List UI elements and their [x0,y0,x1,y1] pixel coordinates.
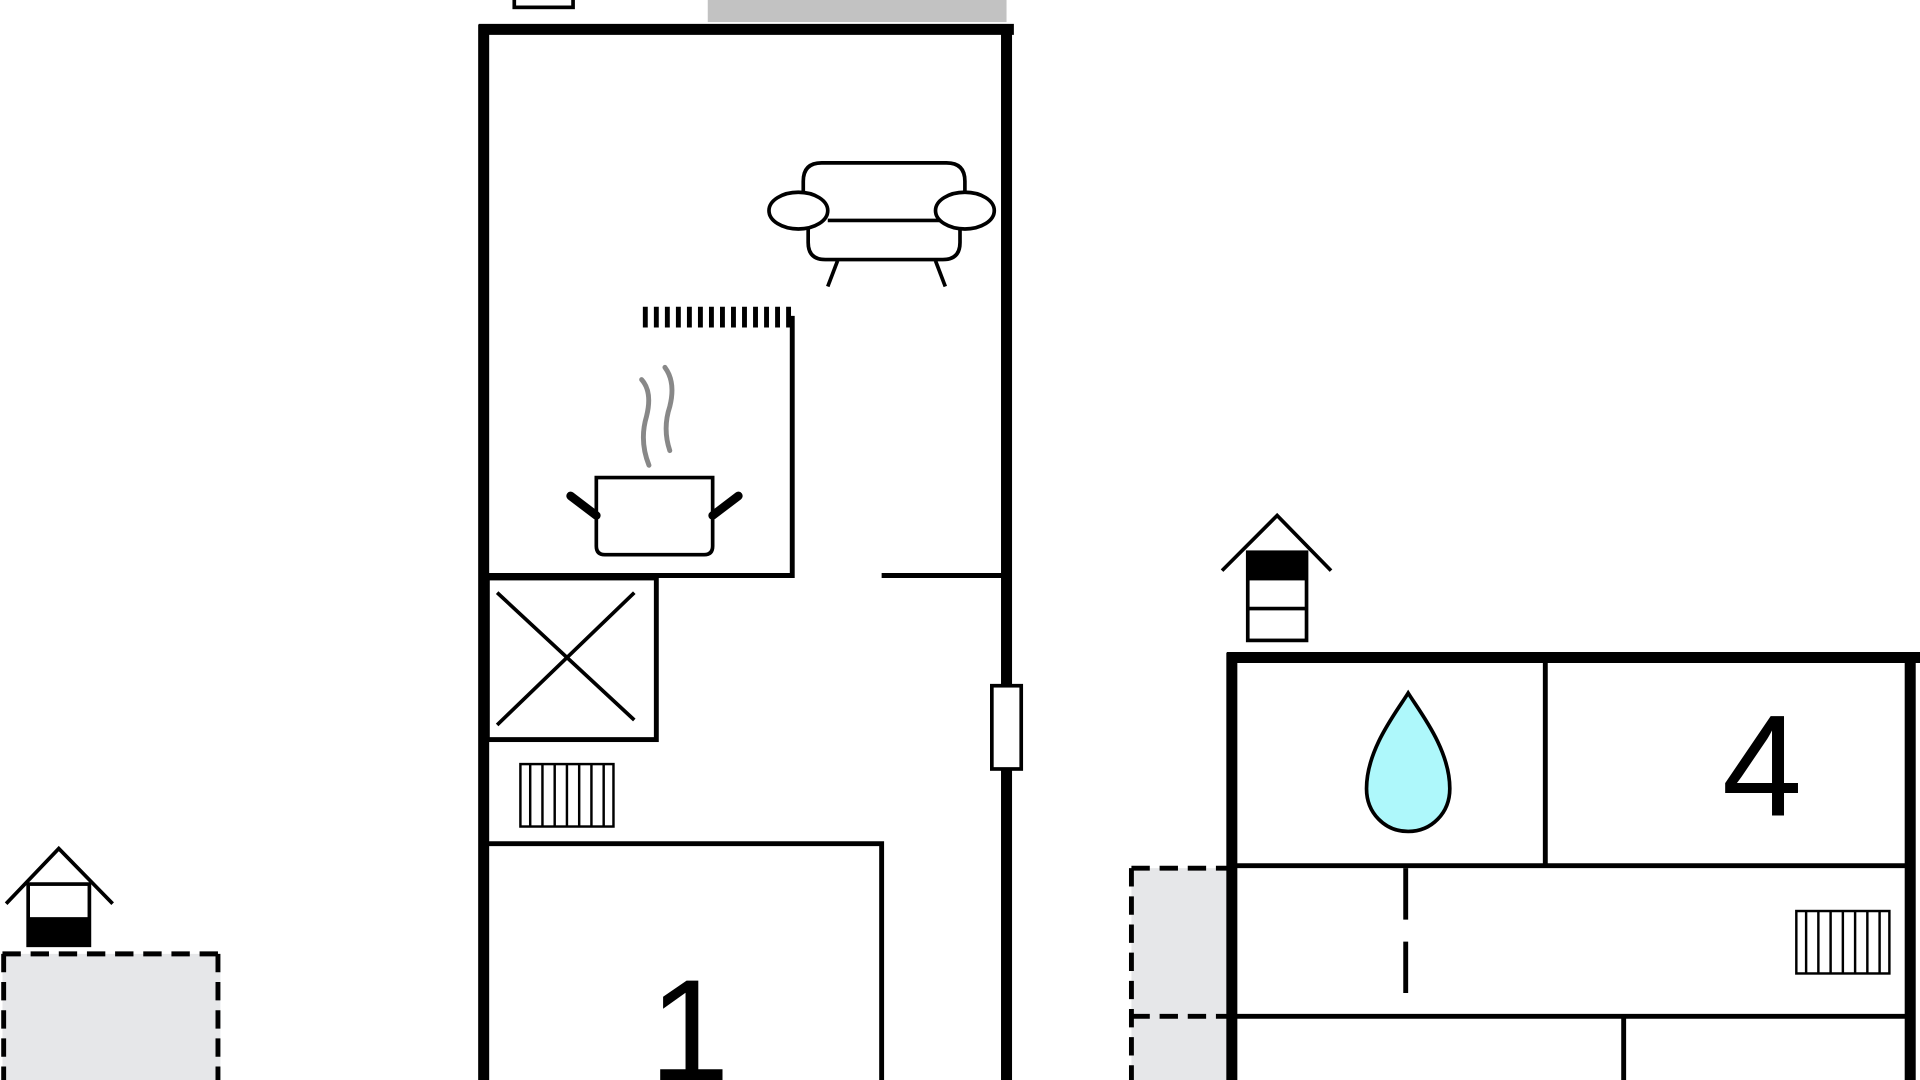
top-small-box [512,0,575,10]
cooking-pot-icon [566,364,743,557]
stove-x-icon [484,575,659,743]
top-fragments [512,0,1007,23]
window-right [990,683,1024,771]
house-icon [1220,512,1333,643]
terrace-left [1,951,221,1080]
radiator-icon [519,762,615,828]
annex-building: 4 [1226,652,1920,1080]
room-1-label: 1 [649,949,729,1080]
room-4-label: 4 [1722,685,1802,847]
terrace-right [1128,865,1230,1080]
main-building: 1 [478,23,1024,1080]
house-icon [4,845,114,948]
bedroom-1-wall [487,841,885,1080]
top-door-strip [707,0,1007,23]
sofa-icon [767,161,997,288]
radiator-icon [1795,909,1891,975]
water-drop-icon [1364,689,1452,834]
